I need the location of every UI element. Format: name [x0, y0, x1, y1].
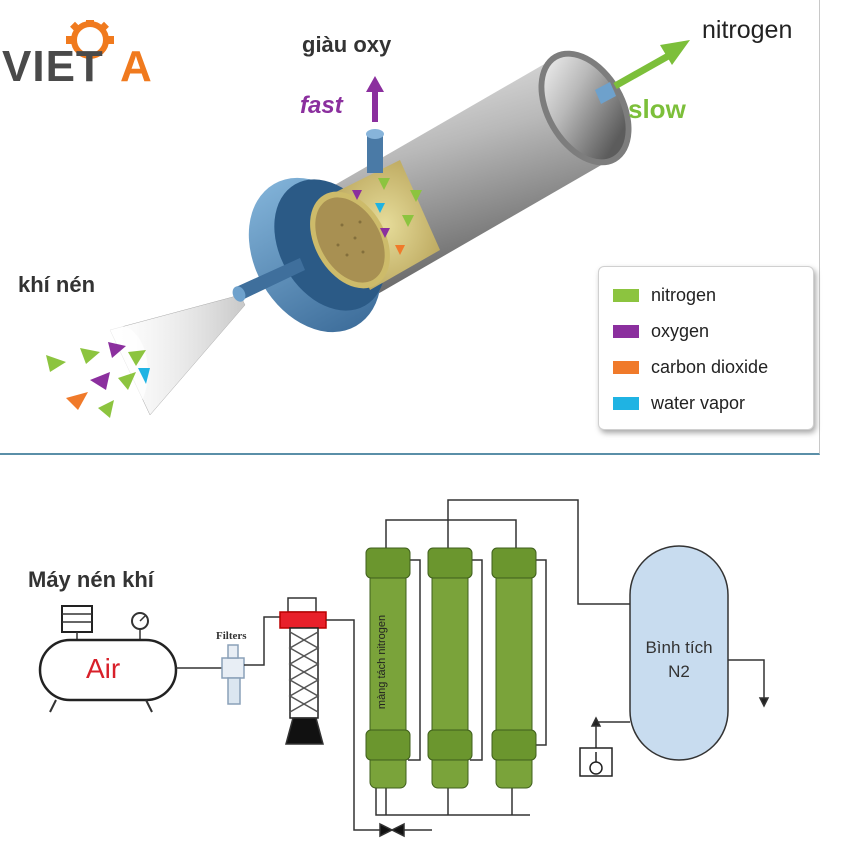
membrane-modules	[365, 547, 537, 789]
air-compressor	[38, 605, 178, 713]
slow-arrow-icon	[660, 40, 690, 65]
valve-icon	[379, 822, 394, 838]
slow-label: slow	[628, 94, 686, 124]
filter-unit	[221, 644, 245, 705]
oxygen-outlet-pipe	[367, 133, 383, 173]
tank-label-line2: N2	[668, 662, 690, 681]
tank-label-line1: Bình tích	[645, 638, 713, 657]
inlet-pipe	[236, 258, 305, 300]
legend-item-carbon-dioxide: carbon dioxide	[613, 349, 799, 385]
filters-label: Filters	[216, 630, 247, 642]
legend-item-oxygen: oxygen	[613, 313, 799, 349]
legend-label: water vapor	[651, 392, 746, 413]
membrane-module-illustration	[46, 40, 690, 418]
legend-swatch	[613, 360, 639, 374]
membrane-illustration-panel	[0, 0, 820, 455]
legend-label: carbon dioxide	[651, 356, 769, 377]
oxygen-rich-label: giàu oxy	[302, 32, 392, 57]
gear-icon	[66, 20, 114, 59]
fast-label: fast	[300, 92, 343, 119]
legend-swatch	[613, 324, 639, 338]
legend-swatch	[613, 396, 639, 410]
inlet-molecules	[46, 342, 150, 418]
membrane-label: màng tách nitrogen	[376, 614, 388, 710]
compressed-air-label: khí nén	[18, 272, 96, 297]
logo-text-accent: A	[120, 42, 153, 91]
logo-text: VIET	[2, 42, 104, 91]
legend-label: oxygen	[651, 320, 710, 341]
legend: nitrogen oxygen carbon dioxide water vap…	[598, 266, 814, 430]
dryer-column	[279, 597, 327, 745]
legend-swatch	[613, 288, 639, 302]
fast-arrow-icon	[366, 76, 384, 92]
vieta-logo: VIET A	[2, 20, 162, 91]
legend-label: nitrogen	[651, 284, 717, 305]
legend-item-water-vapor: water vapor	[613, 385, 799, 421]
pressure-gauge-icon	[579, 747, 613, 777]
nitrogen-outlet-pipe	[595, 82, 616, 104]
compressor-tank-label: Air	[86, 653, 121, 684]
nitrogen-outlet-label: nitrogen	[702, 16, 793, 44]
nitrogen-tank	[629, 545, 729, 761]
compressor-title: Máy nén khí	[28, 567, 154, 592]
inner-molecules	[352, 178, 422, 255]
legend-item-nitrogen: nitrogen	[613, 277, 799, 313]
